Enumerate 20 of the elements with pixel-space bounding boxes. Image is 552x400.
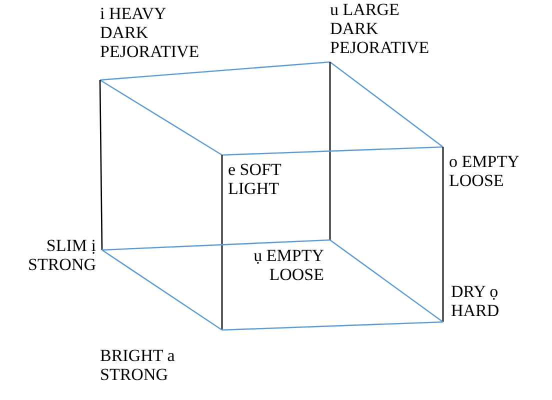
cube-edge [222, 146, 444, 156]
vertex-label: ụ EMPTY LOOSE [252, 246, 324, 284]
cube-edge [329, 62, 331, 240]
vertex-label: o EMPTY LOOSE [449, 152, 520, 190]
vertex-label: SLIM ị STRONG [26, 236, 96, 274]
cube-edge [102, 249, 222, 331]
cube-edge [99, 80, 103, 250]
cube-edge [222, 321, 444, 331]
cube-edge [100, 79, 222, 156]
cube-edge [330, 61, 444, 148]
vertex-label: DRY ọ HARD [451, 282, 500, 320]
vertex-label: e SOFT LIGHT [228, 160, 282, 198]
cube-edge [100, 61, 330, 81]
vertex-label: i HEAVY DARK PEJORATIVE [100, 4, 200, 61]
cube-edge [221, 155, 223, 330]
cube-edge [330, 239, 444, 323]
vertex-label: u LARGE DARK PEJORATIVE [330, 0, 430, 57]
cube-edge [442, 147, 444, 322]
cube-edge [102, 239, 330, 251]
vertex-label: BRIGHT a STRONG [100, 346, 176, 384]
